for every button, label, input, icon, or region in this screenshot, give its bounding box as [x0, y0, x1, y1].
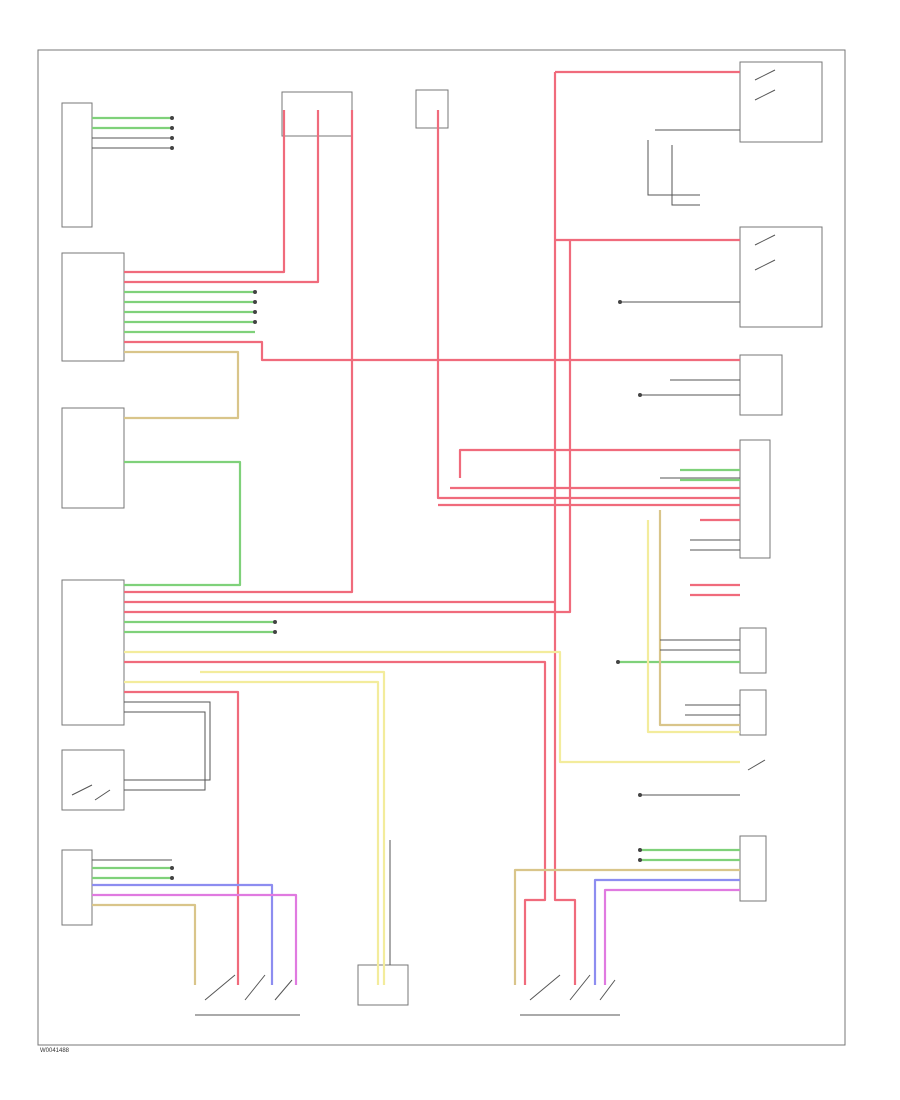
dot-12: [638, 393, 642, 397]
switch-lr-lock: [754, 234, 776, 271]
switch-rr-lock: [754, 69, 776, 101]
blue-wire-right: [593, 878, 740, 985]
yellow-wire-rem2: [124, 680, 380, 985]
violet-wire-right: [603, 888, 740, 985]
switch-front-lower: [747, 759, 766, 771]
dot-13: [616, 660, 620, 664]
blue-wire-left: [92, 883, 274, 985]
red-wire-lr-door: [124, 690, 240, 985]
switch-right-door: [529, 974, 616, 1001]
dot-9: [273, 620, 277, 624]
gray-wire-rr3: [671, 145, 700, 206]
tan-wires: [92, 350, 740, 985]
red-wire-main-vertical: [553, 72, 577, 985]
dot-16: [170, 876, 174, 880]
red-wire-rem-rr: [124, 660, 547, 985]
diagram-code: W0041488: [40, 1048, 70, 1054]
yellow-wire-rem-long: [124, 650, 740, 764]
dot-18: [638, 858, 642, 862]
left-rear-door-lock: [739, 226, 823, 328]
green-wire-relay-rem: [124, 460, 242, 587]
passenger-door-lock: [739, 835, 767, 902]
connector-dots: [170, 116, 642, 880]
tan-wire-lower-left: [92, 903, 197, 985]
red-wire-cem-rear: [124, 340, 740, 362]
tan-wire-tailgate: [658, 510, 740, 727]
red-wire-fuse-passenger: [436, 110, 740, 500]
dot-1: [170, 116, 174, 120]
dot-11: [618, 300, 622, 304]
gray-wire-rem-lower: [124, 701, 211, 781]
gray-wire-rr2: [647, 140, 700, 196]
violet-wire-left: [92, 893, 298, 985]
dot-4: [170, 146, 174, 150]
gray-wires: [92, 129, 740, 1016]
yellow-wires: [124, 520, 740, 985]
dot-5: [253, 290, 257, 294]
dot-14: [638, 793, 642, 797]
fuse-block-passenger: [415, 89, 449, 129]
dot-2: [170, 126, 174, 130]
tailgate-lock-module: [739, 439, 771, 559]
dot-17: [638, 848, 642, 852]
tan-wire-lower-right: [513, 868, 740, 985]
driver-door-switch-box: [61, 749, 125, 811]
driver-door-lock-unit: [61, 849, 93, 926]
red-wire-tailgate1: [458, 448, 740, 478]
relay-box: [61, 407, 125, 509]
dot-3: [170, 136, 174, 140]
yellow-wire-lock1: [646, 520, 740, 734]
right-rear-door-lock: [739, 61, 823, 143]
front-door-lock-1: [739, 627, 767, 674]
rear-electronic-module: [61, 579, 125, 726]
dot-6: [253, 300, 257, 304]
driver-door-module: [61, 102, 93, 228]
blue-violet-wires: [92, 878, 740, 985]
switch-driver-door: [71, 784, 111, 801]
red-wire-fuse3: [124, 110, 354, 594]
dot-8: [253, 320, 257, 324]
red-wire-fuse1: [124, 110, 286, 274]
dot-7: [253, 310, 257, 314]
component-outlines: [61, 61, 823, 1006]
fuel-flap-lock: [739, 354, 783, 416]
central-electronic-module: [61, 252, 125, 362]
front-door-lock-2: [739, 689, 767, 736]
green-wires: [92, 116, 740, 880]
red-wire-fuse2: [124, 110, 320, 284]
red-wires: [124, 70, 740, 985]
diagram-border: [37, 49, 846, 1046]
dot-10: [273, 630, 277, 634]
gray-wire-rem-lower2: [124, 711, 206, 791]
dot-15: [170, 866, 174, 870]
tan-wire-cem-relay: [124, 350, 240, 420]
switch-symbols: [71, 69, 776, 1001]
yellow-wire-rem3: [200, 670, 386, 985]
switch-left-door: [204, 974, 293, 1001]
red-wire-rem-feed2: [124, 240, 572, 614]
